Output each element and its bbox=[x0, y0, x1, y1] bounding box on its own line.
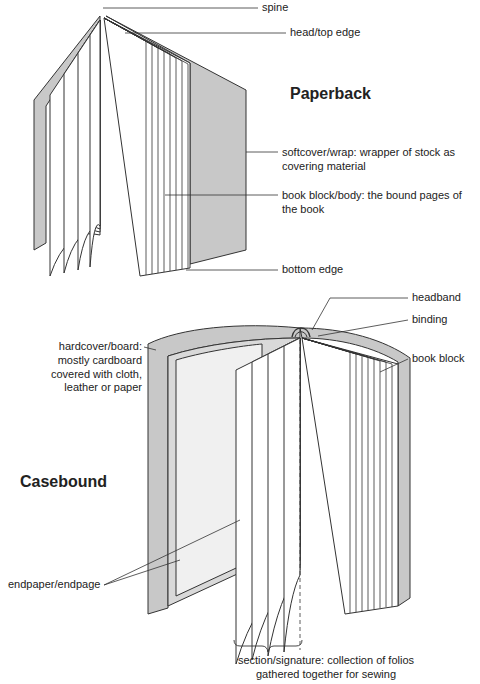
signature-bracket bbox=[234, 640, 302, 652]
part-label: spine bbox=[262, 1, 382, 15]
part-label: headband bbox=[412, 291, 478, 305]
leader-line bbox=[104, 560, 180, 585]
page bbox=[50, 20, 100, 276]
part-label: binding bbox=[412, 313, 478, 327]
page bbox=[252, 338, 300, 660]
page-edge bbox=[104, 18, 146, 275]
page-edge bbox=[104, 18, 182, 269]
page-edge bbox=[302, 338, 386, 607]
sewing-line bbox=[300, 340, 301, 650]
page-edge bbox=[104, 18, 164, 272]
page bbox=[284, 338, 300, 652]
page-edge bbox=[302, 338, 350, 613]
headband-curve bbox=[295, 332, 307, 337]
part-label: book block bbox=[412, 352, 478, 366]
part-label: hardcover/board: mostly cardboard covere… bbox=[30, 340, 142, 395]
page-edge bbox=[104, 18, 188, 268]
leader-line bbox=[312, 298, 408, 330]
part-label: bottom edge bbox=[282, 263, 432, 277]
page bbox=[64, 20, 100, 273]
part-label: book block/body: the bound pages of the … bbox=[282, 189, 468, 217]
page-edge bbox=[302, 338, 356, 612]
leader-line bbox=[125, 33, 286, 34]
page-edge bbox=[302, 338, 380, 608]
part-label: section/signature: collection of folios … bbox=[220, 654, 432, 682]
leader-line bbox=[186, 270, 278, 271]
page-edge bbox=[104, 18, 170, 271]
paperback-book bbox=[34, 16, 246, 276]
casebound-book bbox=[148, 326, 410, 664]
leader-line bbox=[318, 320, 408, 336]
page-edge bbox=[104, 18, 152, 274]
headband-curve bbox=[292, 328, 310, 337]
leader-line bbox=[246, 152, 278, 153]
page-edges bbox=[104, 18, 188, 275]
page-edge bbox=[104, 18, 176, 270]
page bbox=[78, 20, 100, 270]
page bbox=[90, 20, 100, 267]
leader-line bbox=[103, 8, 258, 9]
page-edge bbox=[302, 338, 362, 611]
page-edge bbox=[302, 338, 368, 610]
page-edge bbox=[302, 338, 392, 607]
leader-line bbox=[104, 520, 240, 585]
part-label: endpaper/endpage bbox=[8, 578, 128, 592]
leader-line bbox=[380, 359, 408, 372]
leader-line bbox=[144, 347, 156, 350]
leader-line bbox=[165, 195, 278, 196]
page-edge bbox=[302, 338, 374, 609]
free-endpaper bbox=[236, 338, 300, 664]
part-label: softcover/wrap: wrapper of stock as cove… bbox=[282, 146, 468, 174]
section-heading: Paperback bbox=[290, 84, 440, 103]
section-heading: Casebound bbox=[20, 472, 160, 491]
page-edge bbox=[104, 18, 158, 273]
part-label: head/top edge bbox=[290, 26, 440, 40]
page bbox=[268, 338, 300, 656]
page-edges bbox=[302, 338, 392, 613]
page-block bbox=[302, 338, 398, 614]
page-block bbox=[104, 18, 190, 276]
